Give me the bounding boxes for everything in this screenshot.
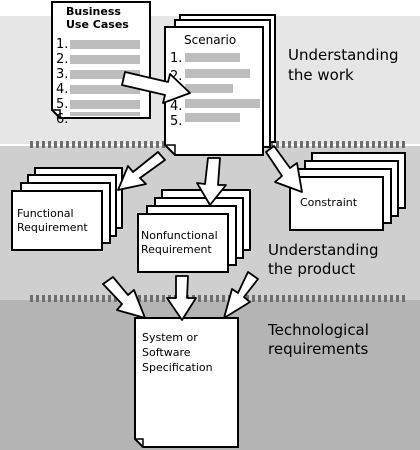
functional-requirement-document: Functional Requirement: [11, 167, 123, 251]
scenario-item-5: 5.: [170, 114, 182, 129]
arrow-scenario-to-functional: [117, 151, 166, 191]
buc-title-line1: Business: [66, 5, 121, 18]
separator-product-tech: [30, 295, 405, 302]
scenario-item-3-bar: [185, 84, 233, 93]
arrow-functional-to-spec: [102, 276, 146, 319]
scenario-title: Scenario: [184, 33, 236, 47]
buc-item-5-bar: [70, 100, 140, 109]
arrow-buc-to-scenario: [121, 71, 191, 104]
functional-requirement-line2: Requirement: [17, 221, 88, 234]
scenario-item-2-bar: [185, 69, 250, 78]
arrow-nonfunctional-to-spec: [166, 275, 197, 321]
band-label-product-line2: the product: [268, 260, 355, 278]
scenario-item-4-bar: [185, 99, 260, 108]
buc-item-5: 5.: [56, 97, 68, 112]
buc-title-line2: Use Cases: [66, 18, 129, 31]
buc-item-3-bar: [70, 70, 140, 79]
arrow-scenario-to-constraint: [265, 145, 303, 193]
system-spec-line1: System or: [142, 331, 198, 344]
arrow-scenario-to-nonfunctional: [196, 157, 227, 206]
arrow-constraint-to-spec: [223, 271, 259, 319]
buc-item-2: 2.: [56, 52, 68, 67]
band-label-tech-line1: Technological: [267, 321, 369, 339]
system-spec-line2: Software: [142, 346, 191, 359]
scenario-item-4: 4.: [170, 99, 182, 114]
buc-item-2-bar: [70, 55, 140, 64]
scenario-item-1: 1.: [170, 51, 182, 66]
system-spec-line3: Specification: [142, 361, 213, 374]
functional-requirement-line1: Functional: [17, 207, 74, 220]
constraint-label: Constraint: [300, 196, 358, 209]
buc-item-1-bar: [70, 40, 140, 49]
nonfunctional-requirement-document: Nonfunctional Requirement: [137, 189, 251, 273]
buc-item-6-bar: [70, 112, 140, 116]
band-label-work-line1: Understanding: [288, 46, 399, 64]
scenario-item-1-bar: [185, 53, 240, 62]
nonfunctional-requirement-line1: Nonfunctional: [141, 229, 218, 242]
band-label-work-line2: the work: [288, 66, 354, 84]
buc-item-3: 3.: [56, 67, 68, 82]
nonfunctional-requirement-line2: Requirement: [141, 243, 212, 256]
system-specification-document: System or Software Specification: [134, 317, 239, 448]
buc-item-6: 6.: [56, 112, 68, 127]
buc-item-1: 1.: [56, 37, 68, 52]
constraint-document: Constraint: [289, 152, 406, 231]
band-label-product-line1: Understanding: [268, 241, 379, 259]
scenario-item-5-bar: [185, 113, 240, 122]
band-label-tech-line2: requirements: [268, 340, 369, 358]
buc-item-4: 4.: [56, 82, 68, 97]
buc-item-4-bar: [70, 85, 140, 94]
scenario-document: Scenario 1. 2. 3. 4. 5.: [164, 14, 276, 156]
business-use-cases-document: Business Use Cases 1. 2. 3. 4. 5. 6.: [51, 1, 151, 127]
